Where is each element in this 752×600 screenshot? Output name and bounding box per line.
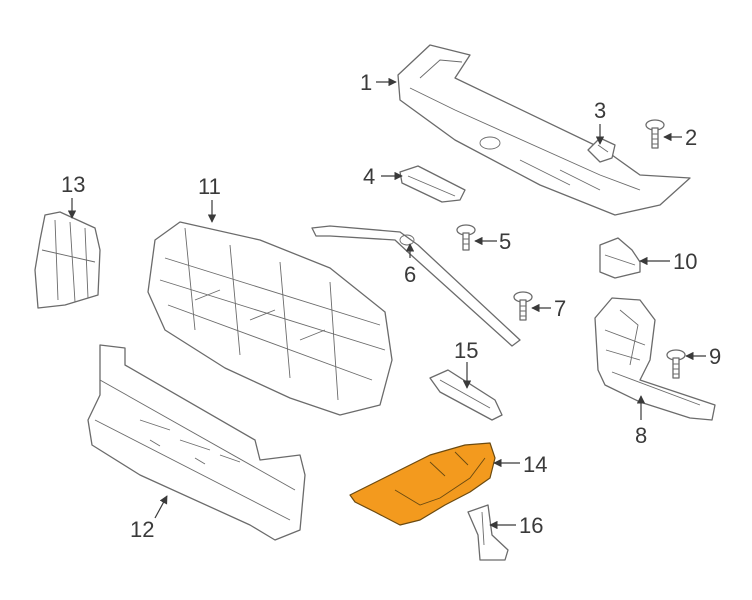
callout-1: 1: [360, 70, 372, 95]
part-1-upper-support: [397, 44, 691, 216]
part-7-bolt: [513, 291, 533, 321]
callout-12: 12: [130, 517, 154, 542]
part-14-highlighted-air-duct: [349, 442, 496, 526]
callout-16: 16: [519, 513, 543, 538]
part-3-clip: [587, 137, 616, 163]
callout-2: 2: [685, 125, 697, 150]
callout-8: 8: [635, 423, 647, 448]
callout-5: 5: [499, 229, 511, 254]
part-2-bolt: [645, 119, 665, 149]
leader-12: [154, 495, 168, 519]
part-12-lower-air-guide: [87, 344, 306, 541]
part-4-bracket: [399, 165, 466, 203]
callout-3: 3: [594, 98, 606, 123]
part-10-bracket: [599, 237, 641, 279]
part-11-grille-shroud: [147, 221, 393, 416]
callout-13: 13: [61, 172, 85, 197]
callout-10: 10: [673, 249, 697, 274]
callout-4: 4: [363, 164, 375, 189]
part-16-clip: [467, 504, 509, 561]
callout-11: 11: [198, 174, 221, 199]
part-9-bolt: [666, 349, 686, 379]
callout-15: 15: [454, 338, 478, 363]
part-8-side-bracket: [594, 297, 716, 421]
callout-6: 6: [404, 262, 416, 287]
callout-9: 9: [709, 344, 721, 369]
callout-7: 7: [554, 296, 566, 321]
callout-14: 14: [523, 452, 547, 477]
part-13-air-duct: [34, 211, 101, 309]
part-15-bracket: [429, 369, 503, 421]
part-5-bolt: [456, 224, 476, 251]
